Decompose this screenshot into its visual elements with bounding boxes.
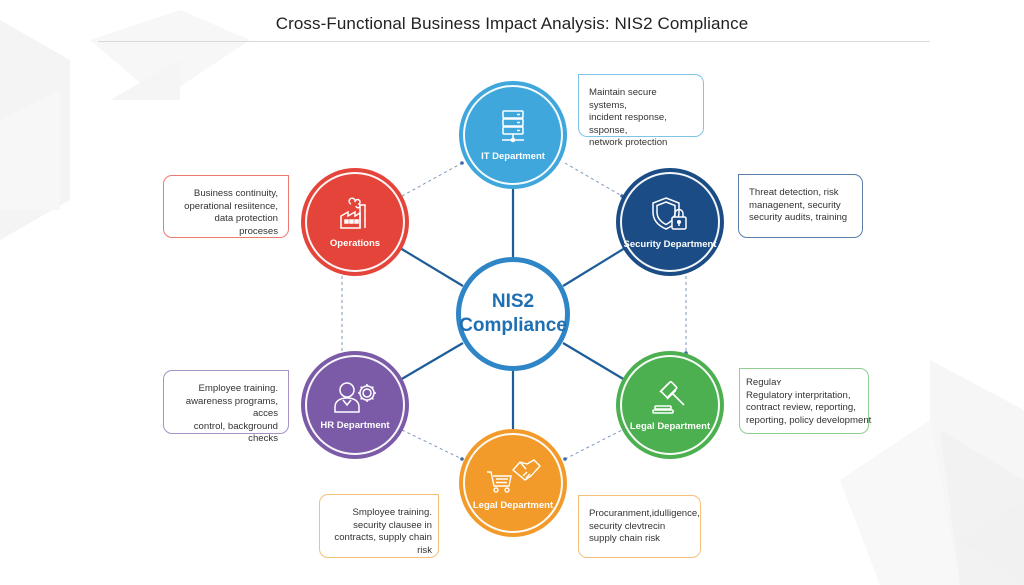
node-label: IT Department	[481, 150, 545, 162]
desc-line: security audits, training	[749, 212, 848, 223]
desc-procurement-right: Procuranment,idulligence, security clevt…	[578, 495, 701, 558]
desc-procurement-left: Smployee training. security clausee in c…	[319, 494, 439, 558]
cart-handshake-icon	[487, 458, 541, 493]
desc-line: security clausee in	[353, 519, 432, 531]
node-label: Security Department	[623, 238, 717, 250]
desc-line: contracts, supply chain risk	[334, 532, 432, 556]
node-label: Legal Department	[472, 499, 554, 511]
hub-title-line2: Compliance	[459, 315, 567, 336]
desc-line: security clevtrecin	[589, 520, 666, 532]
desc-line: Procuranment,idulligence,	[589, 508, 700, 519]
hub-title-line1: NIS2	[491, 291, 535, 312]
shield-lock-icon	[652, 196, 687, 230]
desc-line: contract review, reporting,	[746, 402, 856, 413]
desc-line: Employee training.	[198, 383, 278, 394]
desc-line: Regulatory interpritation,	[746, 389, 851, 401]
desc-line: data protection proceses	[214, 213, 278, 237]
node-legal-department[interactable]: Legal Department	[616, 351, 724, 459]
desc-line: Maintain secure systems,	[589, 87, 657, 111]
desc-line: managenent, security	[749, 199, 841, 211]
desc-it-department: Maintain secure systems, incident respon…	[578, 74, 704, 148]
server-rack-icon	[502, 109, 524, 142]
desc-line: network protection	[589, 137, 668, 148]
desc-line: Business continuity,	[193, 188, 278, 199]
spoke-legal	[562, 342, 626, 381]
desc-line: Regulaʏ	[746, 377, 782, 388]
node-procurement-department[interactable]: Legal Department	[459, 429, 567, 537]
factory-icon	[340, 196, 366, 229]
desc-line: reporting, policy development	[746, 414, 872, 426]
gavel-icon	[652, 380, 685, 414]
node-label: Legal Department	[629, 420, 711, 432]
spoke-hr	[399, 342, 464, 381]
desc-line: awareness programs, acces	[185, 395, 278, 420]
spoke-security	[562, 247, 626, 287]
title-divider	[98, 41, 930, 42]
desc-legal-department: Regulaʏ Regulatory interpritation, contr…	[739, 368, 872, 434]
node-operations[interactable]: Operations	[301, 168, 409, 276]
desc-line: Smployee training.	[352, 507, 432, 518]
user-gear-icon	[334, 381, 376, 413]
desc-line: operational resiitence,	[184, 200, 278, 212]
nis2-compliance-hub: NIS2 Compliance	[456, 257, 570, 371]
node-security-department[interactable]: Security Department	[616, 168, 724, 276]
node-hr-department[interactable]: HR Department	[301, 351, 409, 459]
desc-line: incident response, ssponse,	[589, 112, 667, 136]
desc-security-department: Threat detection, risk managenent, secur…	[738, 174, 863, 238]
node-it-department[interactable]: IT Department	[459, 81, 567, 189]
spoke-operations	[399, 247, 464, 287]
desc-line: Threat detection, risk	[749, 187, 839, 198]
desc-operations: Business continuity, operational resiite…	[163, 175, 289, 238]
page-title: Cross-Functional Business Impact Analysi…	[275, 14, 749, 33]
node-label: HR Department	[320, 419, 390, 431]
desc-hr-department: Employee training. awareness programs, a…	[163, 370, 289, 444]
node-label: Operations	[329, 237, 381, 249]
desc-line: supply chain risk	[589, 533, 660, 544]
desc-line: control, background checks	[193, 420, 278, 445]
